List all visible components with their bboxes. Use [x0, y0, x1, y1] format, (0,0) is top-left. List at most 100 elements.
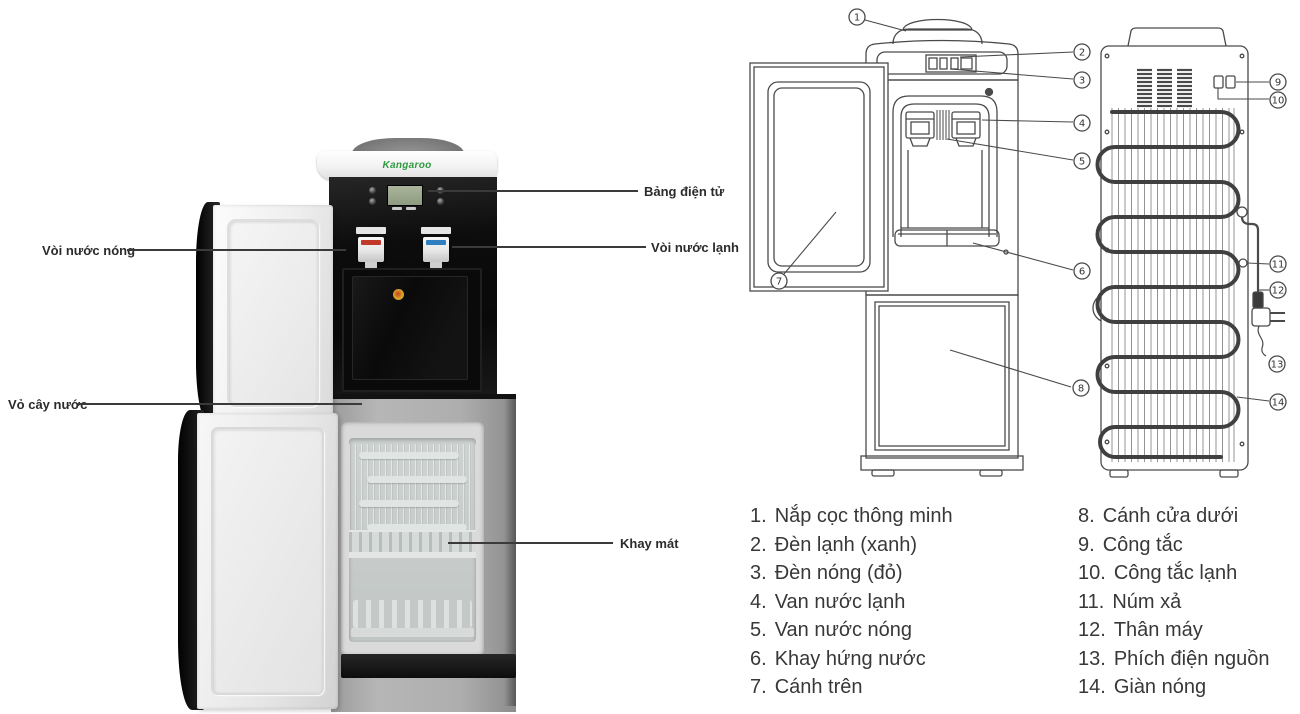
callout-13: 13	[1268, 355, 1286, 373]
indicator-bar	[392, 207, 402, 210]
recess-arch-outer	[892, 95, 998, 237]
callout-9: 9	[1269, 73, 1287, 91]
svg-text:11: 11	[1272, 260, 1285, 271]
front-upper-body	[865, 79, 1019, 296]
label-cold-tap: Vòi nước lạnh	[651, 240, 739, 255]
tap-grille	[936, 110, 950, 140]
callout-circles: 1 2 3 4 5 6 7 8 9 10 11 12 13 14	[770, 8, 1287, 411]
hot-water-tap	[356, 227, 386, 271]
svg-text:5: 5	[1079, 157, 1085, 168]
lcd-display	[387, 185, 423, 206]
drain-tube	[1240, 216, 1260, 292]
leader-line-hot-tap	[127, 249, 346, 251]
recess-inner-frame	[352, 276, 468, 380]
evaporator-coil	[367, 476, 467, 483]
svg-text:6: 6	[1079, 267, 1085, 278]
legend-item-6: 6.Khay hứng nước	[750, 647, 926, 670]
tap-body	[358, 237, 384, 262]
svg-text:9: 9	[1275, 78, 1281, 89]
tube-joint	[1236, 206, 1248, 218]
callout-4: 4	[1073, 114, 1091, 132]
label-shell: Vỏ cây nước	[8, 397, 88, 412]
front-lower-cabinet	[865, 294, 1019, 459]
open-door-drawing	[749, 62, 889, 292]
callout-3: 3	[1073, 71, 1091, 89]
lower-door-inner-panel	[211, 427, 324, 695]
callout-11: 11	[1269, 255, 1287, 273]
top-cap: Kangaroo	[317, 151, 497, 180]
power-plug-drawing	[1251, 307, 1285, 357]
callout-12: 12	[1269, 281, 1287, 299]
lower-door-open	[197, 413, 338, 709]
foot	[1219, 469, 1239, 478]
svg-text:13: 13	[1271, 360, 1284, 371]
indicator-bar	[406, 207, 416, 210]
legend-item-8: 8.Cánh cửa dưới	[1078, 505, 1239, 527]
back-body	[1100, 45, 1249, 471]
callout-14: 14	[1269, 393, 1287, 411]
panel-button-icon	[437, 198, 444, 205]
legend-item-9: 9.Công tắc	[1078, 533, 1183, 556]
cold-switch-drawing	[1225, 75, 1236, 89]
legend-item-12: 12.Thân máy	[1078, 619, 1203, 641]
callout-5: 5	[1073, 152, 1091, 170]
legend-item-5: 5.Van nước nóng	[750, 619, 913, 641]
drain-knob	[1238, 258, 1248, 268]
callout-8: 8	[1072, 379, 1090, 397]
cooling-compartment-interior	[349, 438, 476, 642]
front-view-drawing	[749, 18, 1024, 477]
callout-leader-lines	[783, 19, 1270, 402]
base-plinth	[860, 455, 1024, 471]
label-hot-tap: Vòi nước nóng	[42, 243, 136, 258]
cabinet-side-shade	[504, 398, 516, 706]
warning-sticker	[393, 289, 404, 300]
legend-item-4: 4.Van nước lạnh	[750, 590, 906, 613]
evaporator-coil	[359, 500, 459, 507]
ribbed-bottom-tray	[353, 600, 472, 628]
svg-text:10: 10	[1272, 96, 1285, 107]
leader-line-cool-tray	[448, 542, 613, 544]
drip-tray-drawing	[894, 229, 1000, 247]
legend-item-10: 10.Công tắc lạnh	[1078, 562, 1238, 584]
legend-item-11: 11.Núm xả	[1078, 590, 1182, 613]
legend-item-7: 7.Cánh trên	[750, 676, 863, 698]
svg-text:8: 8	[1078, 384, 1084, 395]
cord-connector	[1252, 291, 1264, 309]
tray-front-edge	[351, 628, 474, 637]
upper-door-inner-panel	[227, 219, 319, 407]
compartment-bottom-strip	[341, 654, 516, 678]
foot	[1109, 469, 1129, 478]
evaporator-coil	[359, 452, 459, 459]
back-top-cap	[1127, 27, 1227, 47]
vent-grilles	[1137, 68, 1192, 108]
brand-logo: Kangaroo	[382, 160, 432, 171]
hot-stripe	[361, 240, 381, 245]
label-control-panel: Bảng điện tử	[644, 184, 725, 199]
led-panel	[925, 54, 977, 73]
leader-line-cold-tap	[452, 246, 646, 248]
svg-text:2: 2	[1079, 48, 1085, 59]
cold-water-tap	[421, 227, 451, 271]
svg-text:14: 14	[1272, 398, 1285, 409]
tap-spout	[365, 262, 377, 269]
shelf-front-lip	[349, 552, 476, 558]
tap-spout	[430, 262, 442, 269]
legend-item-14: 14.Giàn nóng	[1078, 676, 1207, 698]
legend-item-13: 13.Phích điện nguồn	[1078, 647, 1270, 670]
tap-mount	[356, 227, 386, 234]
legend-item-1: 1.Nắp cọc thông minh	[750, 505, 953, 527]
legend-item-2: 2.Đèn lạnh (xanh)	[750, 533, 917, 556]
leader-line-control-panel	[428, 190, 638, 192]
foot	[979, 469, 1003, 477]
recess-arch-inner	[900, 103, 990, 237]
back-view-drawing	[1092, 27, 1285, 478]
label-cool-tray: Khay mát	[620, 536, 679, 551]
cabinet-top-shadow	[331, 394, 516, 399]
callout-1: 1	[848, 8, 866, 26]
legend-right-column: 8.Cánh cửa dưới 9.Công tắc 10.Công tắc l…	[1078, 502, 1270, 702]
cold-valve-drawing	[905, 111, 935, 147]
callout-2: 2	[1073, 43, 1091, 61]
hot-valve-drawing	[951, 111, 981, 147]
upper-door-open	[213, 205, 333, 421]
